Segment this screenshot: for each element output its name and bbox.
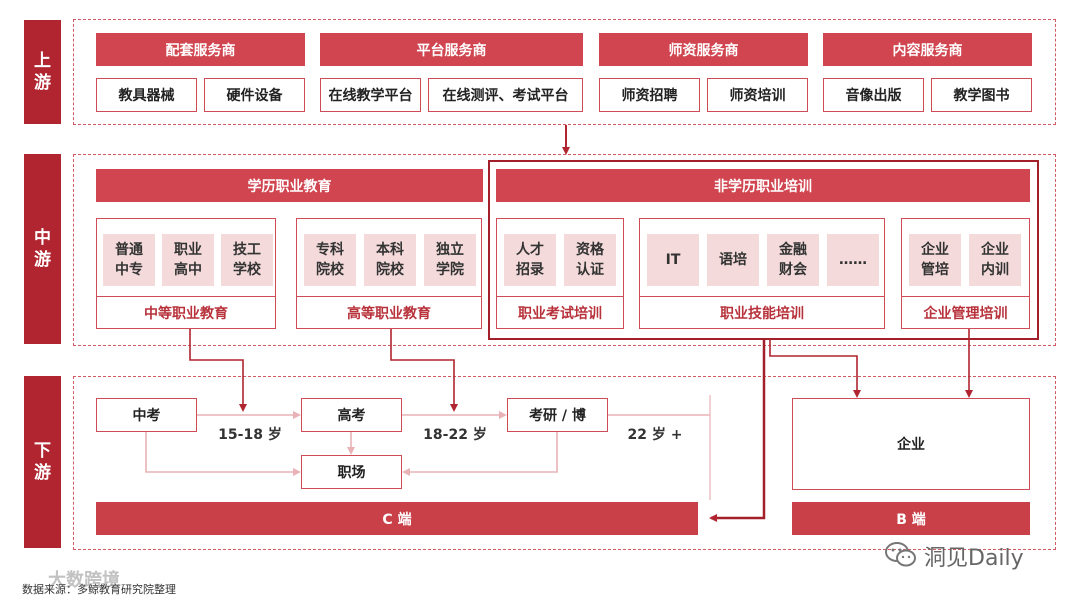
upstream-item-teacher-training: 师资培训 (707, 78, 808, 112)
upstream-header-content: 内容服务商 (823, 33, 1032, 66)
chip-it: IT (647, 234, 699, 286)
arrow-nondegree-to-c-end (709, 339, 766, 522)
upstream-header-supporting: 配套服务商 (96, 33, 305, 66)
tier-downstream-label: 下 游 (24, 376, 61, 548)
chip-internal-training: 企业 内训 (969, 234, 1021, 286)
divider (296, 296, 482, 297)
chip-language: 语培 (707, 234, 759, 286)
nondegree-training-header: 非学历职业培训 (496, 169, 1030, 202)
chip-undergrad-college: 本科 院校 (364, 234, 416, 286)
upstream-item-books: 教学图书 (931, 78, 1032, 112)
divider (639, 296, 885, 297)
c-end-bar: C 端 (96, 502, 698, 535)
exam-training-label: 职业考试培训 (518, 306, 602, 322)
chip-independent-college: 独立 学院 (424, 234, 476, 286)
degree-education-header: 学历职业教育 (96, 169, 483, 202)
upstream-item-teaching-aids: 教具器械 (96, 78, 197, 112)
chip-technical-school: 技工 学校 (221, 234, 273, 286)
chip-qualification-cert: 资格 认证 (564, 234, 616, 286)
chip-vocational-high: 职业 高中 (162, 234, 214, 286)
arrow-skills-to-enterprise (769, 339, 861, 398)
b-end-bar: B 端 (792, 502, 1030, 535)
upstream-header-teacher: 师资服务商 (599, 33, 808, 66)
age-label-18-22: 18-22 岁 (423, 427, 487, 443)
node-workplace: 职场 (301, 455, 402, 489)
arrow-kaoyan-to-workplace (402, 432, 558, 476)
age-label-15-18: 15-18 岁 (218, 427, 282, 443)
age-label-22-plus: 22 岁 + (627, 427, 683, 443)
source-note: 数据来源：多鲸教育研究院整理 (22, 583, 176, 596)
node-zhongkao: 中考 (96, 398, 197, 432)
chip-finance-accounting: 金融 财会 (767, 234, 819, 286)
divider (96, 296, 276, 297)
chip-more: …… (827, 234, 879, 286)
chip-management-trainee: 企业 管培 (909, 234, 961, 286)
upstream-item-teacher-recruit: 师资招聘 (599, 78, 700, 112)
upstream-item-online-testing: 在线测评、考试平台 (428, 78, 583, 112)
divider (901, 296, 1030, 297)
skills-training-label: 职业技能培训 (720, 306, 804, 322)
secondary-vocational-label: 中等职业教育 (144, 306, 228, 322)
tier-upstream-label: 上 游 (24, 20, 61, 124)
management-training-label: 企业管理培训 (923, 306, 1008, 322)
node-gaokao: 高考 (301, 398, 402, 432)
divider (496, 296, 624, 297)
higher-vocational-label: 高等职业教育 (347, 306, 431, 322)
arrow-zhongkao-to-workplace (145, 432, 301, 476)
upstream-item-online-teaching: 在线教学平台 (320, 78, 421, 112)
wechat-icon (884, 538, 918, 572)
node-kaoyan: 考研 / 博 (507, 398, 608, 432)
upstream-header-platform: 平台服务商 (320, 33, 583, 66)
upstream-item-audio-video: 音像出版 (823, 78, 924, 112)
downstream-panel (73, 376, 1056, 550)
tier-midstream-label: 中 游 (24, 154, 61, 344)
chip-general-secondary: 普通 中专 (103, 234, 155, 286)
upstream-panel (73, 19, 1056, 125)
node-enterprise: 企业 (792, 398, 1030, 490)
upstream-item-hardware: 硬件设备 (204, 78, 305, 112)
watermark-left: 大数跨境 (48, 570, 120, 591)
chip-talent-recruitment: 人才 招录 (504, 234, 556, 286)
watermark-brand: 洞见Daily (924, 546, 1024, 571)
arrow-higher-to-path (390, 329, 458, 412)
arrow-secondary-to-path (189, 329, 247, 412)
chip-junior-college: 专科 院校 (304, 234, 356, 286)
